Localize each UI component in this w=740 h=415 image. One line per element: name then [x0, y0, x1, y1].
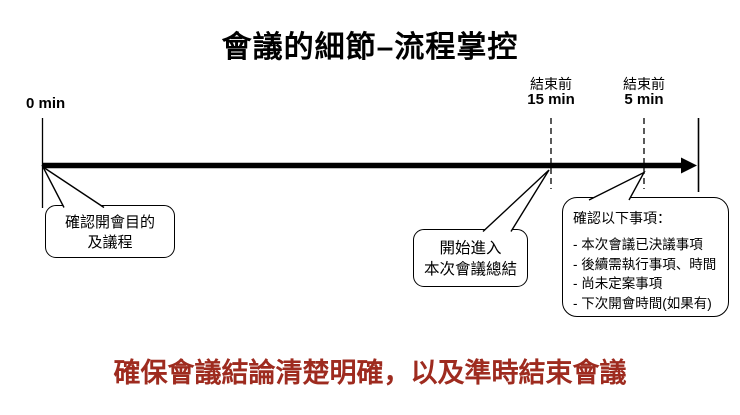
callout-confirm-purpose-tail	[41, 164, 105, 209]
callout-checklist: 確認以下事項： - 本次會議已決議事項 - 後續需執行事項、時間 - 尚未定案事…	[562, 197, 729, 317]
label-5min-value: 5 min	[624, 91, 664, 108]
callout-checklist-item: - 後續需執行事項、時間	[573, 256, 717, 272]
label-5min-text: 結束前	[623, 76, 665, 92]
timeline-label-0min: 0 min	[26, 95, 66, 112]
timeline-arrowhead	[681, 157, 697, 174]
callout-meeting-summary-line2: 本次會議總結	[423, 261, 517, 278]
callout-checklist-tail	[588, 170, 646, 201]
footer-emphasis-text: 確保會議結論清楚明確，以及準時結束會議	[113, 358, 627, 388]
timeline-label-5min-before-end: 結束前 5 min	[604, 76, 684, 108]
callout-confirm-purpose-line2: 及議程	[87, 234, 133, 251]
timeline-label-15min-before-end: 結束前 15 min	[511, 76, 591, 108]
callout-checklist-item: - 下次開會時間(如果有)	[573, 295, 712, 311]
page-title: 會議的細節–流程掌控	[221, 31, 519, 64]
label-15min-value: 15 min	[527, 91, 575, 108]
callout-meeting-summary-tail	[482, 169, 550, 233]
label-15min-text: 結束前	[530, 76, 572, 92]
callout-meeting-summary-line1: 開始進入	[439, 240, 502, 257]
callout-checklist-header: 確認以下事項：	[573, 210, 671, 226]
callout-confirm-purpose: 確認開會目的 及議程	[45, 205, 175, 258]
callout-meeting-summary: 開始進入 本次會議總結	[413, 229, 528, 287]
callout-checklist-item: - 尚未定案事項	[573, 276, 663, 291]
callout-confirm-purpose-line1: 確認開會目的	[64, 214, 155, 231]
callout-checklist-item: - 本次會議已決議事項	[573, 237, 703, 252]
